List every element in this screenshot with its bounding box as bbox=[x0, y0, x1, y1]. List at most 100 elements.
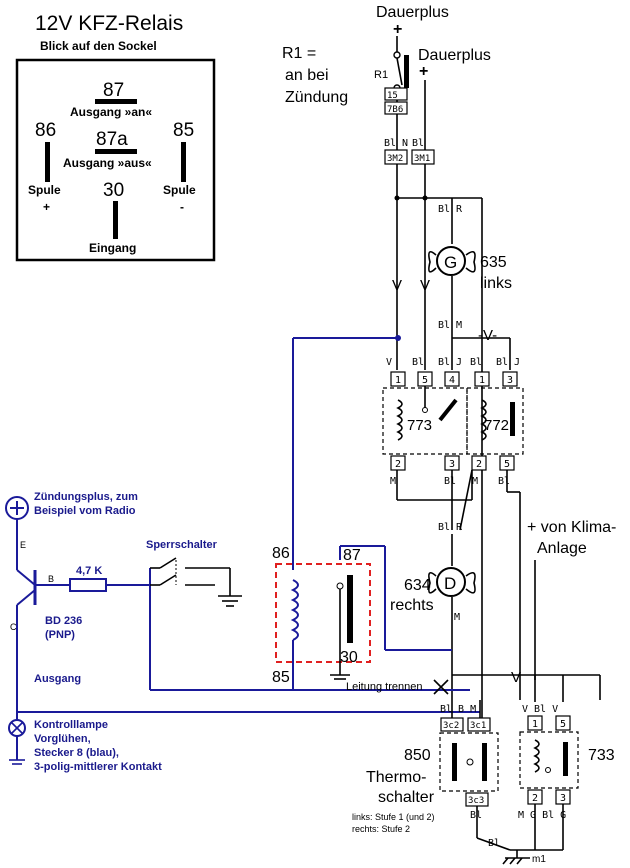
resistor-label: 4,7 K bbox=[76, 565, 102, 577]
c-label: C bbox=[10, 622, 17, 632]
relay-772-box bbox=[466, 387, 524, 455]
motor-634: Bl R D 634 rechts M bbox=[390, 522, 476, 700]
label-bottom-2: Bl bbox=[444, 476, 456, 487]
pin-772-5: 5 bbox=[504, 459, 510, 470]
legend-pin-85-bar bbox=[181, 142, 186, 182]
sperrschalter-label: Sperrschalter bbox=[146, 539, 218, 551]
e-label: E bbox=[20, 540, 26, 550]
b-label: B bbox=[48, 574, 54, 584]
legend-pin-87-bar bbox=[95, 99, 137, 104]
label-bi-top: Bl bbox=[412, 138, 424, 149]
transistor-1: BD 236 bbox=[45, 615, 82, 627]
labels-733-top: V Bl V bbox=[522, 704, 558, 715]
added-relay: 86 87 30 85 bbox=[272, 335, 452, 690]
top-supply: Dauerplus + Dauerplus + R1 = an bei Zünd… bbox=[282, 4, 491, 720]
thermo-box bbox=[439, 732, 499, 792]
pin-733-1: 1 bbox=[532, 719, 538, 730]
label-top-5: Bl J bbox=[496, 357, 520, 368]
klima-line2: Anlage bbox=[537, 540, 587, 557]
r1-label: R1 bbox=[374, 69, 388, 81]
legend-pin-87-label: Ausgang »an« bbox=[70, 105, 152, 119]
added-relay-87: 87 bbox=[343, 547, 361, 564]
pin-772-3: 3 bbox=[507, 375, 513, 386]
legend-pin-87a-bar bbox=[95, 149, 137, 154]
v-between: -V- bbox=[478, 327, 497, 344]
legend-spule-right-sign: - bbox=[180, 200, 184, 214]
thermo-num: 850 bbox=[404, 747, 431, 764]
leitung-trennen: Leitung trennen bbox=[346, 681, 422, 693]
legend-box bbox=[15, 58, 216, 262]
ground-bi: Bl bbox=[488, 838, 500, 849]
pin-733-5: 5 bbox=[560, 719, 566, 730]
added-relay-30: 30 bbox=[340, 649, 358, 666]
transistor-2: (PNP) bbox=[45, 629, 75, 641]
box-3c1: 3c1 bbox=[470, 721, 486, 731]
r1-note-3: Zündung bbox=[285, 89, 348, 106]
box-3c3: 3c3 bbox=[468, 796, 484, 806]
pin-772-1: 1 bbox=[479, 375, 485, 386]
left-circuit: Zündungsplus, zum Beispiel vom Radio E B… bbox=[5, 491, 480, 773]
legend-subtitle: Blick auf den Sockel bbox=[40, 39, 157, 53]
legend-pin-86-bar bbox=[45, 142, 50, 182]
box-15: 15 bbox=[387, 91, 398, 101]
relay-772-label: 772 bbox=[484, 417, 509, 434]
relay-733-box bbox=[519, 731, 579, 789]
legend-pin-30: 30 bbox=[103, 180, 124, 201]
zuendungsplus-1: Zündungsplus, zum bbox=[34, 491, 138, 503]
legend-pin-86: 86 bbox=[35, 120, 56, 141]
labels-733-bottom: M G Bl G bbox=[518, 810, 566, 821]
legend-spule-left-sign: + bbox=[43, 200, 50, 214]
pin-773-2: 2 bbox=[395, 459, 401, 470]
v-bottom: V bbox=[511, 669, 521, 686]
label-top-2: Bl bbox=[412, 357, 424, 368]
lamp-2: Vorglühen, bbox=[34, 733, 91, 745]
plus-2: + bbox=[419, 63, 428, 80]
r1-note-2: an bei bbox=[285, 67, 329, 84]
label-top-1: V bbox=[386, 357, 392, 368]
pin-733-2: 2 bbox=[532, 793, 538, 804]
motor-635-num: 635 bbox=[480, 254, 507, 271]
legend-pin-30-bar bbox=[113, 201, 118, 239]
motor-634-wire-top: Bl R bbox=[438, 522, 463, 533]
motor-635-wire-bottom: Bl M bbox=[438, 320, 462, 331]
legend-title: 12V KFZ-Relais bbox=[35, 12, 183, 35]
plus-1: + bbox=[393, 21, 402, 38]
pin-733-3: 3 bbox=[560, 793, 566, 804]
lamp-4: 3-polig-mittlerer Kontakt bbox=[34, 761, 162, 773]
label-top-3: Bl J bbox=[438, 357, 462, 368]
legend-spule-right: Spule bbox=[163, 183, 196, 197]
relay-733-label: 733 bbox=[588, 747, 615, 764]
label-bottom-4: Bl bbox=[498, 476, 510, 487]
note-1: links: Stufe 1 (und 2) bbox=[352, 812, 435, 822]
label-bin: Bl N bbox=[384, 138, 408, 149]
label-bottom-3: M bbox=[472, 476, 478, 487]
thermo-1: Thermo- bbox=[366, 769, 426, 786]
ausgang-label: Ausgang bbox=[34, 673, 81, 685]
labels-bb: Bl B M bbox=[440, 704, 476, 715]
legend-pin-87a: 87a bbox=[96, 129, 128, 150]
added-relay-85: 85 bbox=[272, 669, 290, 686]
motor-635-wire-top: Bl R bbox=[438, 204, 463, 215]
box-3c2: 3c2 bbox=[443, 721, 459, 731]
v-left: V bbox=[392, 277, 402, 294]
zuendungsplus-2: Beispiel vom Radio bbox=[34, 505, 136, 517]
legend-pin-87a-label: Ausgang »aus« bbox=[63, 156, 152, 170]
v-right: V bbox=[420, 277, 430, 294]
bottom-section: Leitung trennen V Bl B M 3c2 3c1 850 The… bbox=[346, 669, 615, 865]
legend-pin-87: 87 bbox=[103, 80, 124, 101]
pin-773-1: 1 bbox=[395, 375, 401, 386]
added-relay-box bbox=[275, 563, 371, 663]
mid-relays: V V -V- V Bl Bl J Bl Bl J 1 5 4 1 3 773 … bbox=[382, 277, 524, 700]
motor-634-num: 634 bbox=[404, 577, 431, 594]
label-top-4: Bl bbox=[470, 357, 482, 368]
legend-spule-left: Spule bbox=[28, 183, 61, 197]
pin-773-5: 5 bbox=[422, 375, 428, 386]
motor-635: Bl R G 635 links Bl M bbox=[428, 204, 512, 370]
dauerplus-1: Dauerplus bbox=[376, 4, 449, 21]
box-3m1: 3M1 bbox=[414, 154, 430, 164]
dauerplus-2: Dauerplus bbox=[418, 47, 491, 64]
pin-773-3: 3 bbox=[449, 459, 455, 470]
box-7b6: 7B6 bbox=[387, 105, 403, 115]
